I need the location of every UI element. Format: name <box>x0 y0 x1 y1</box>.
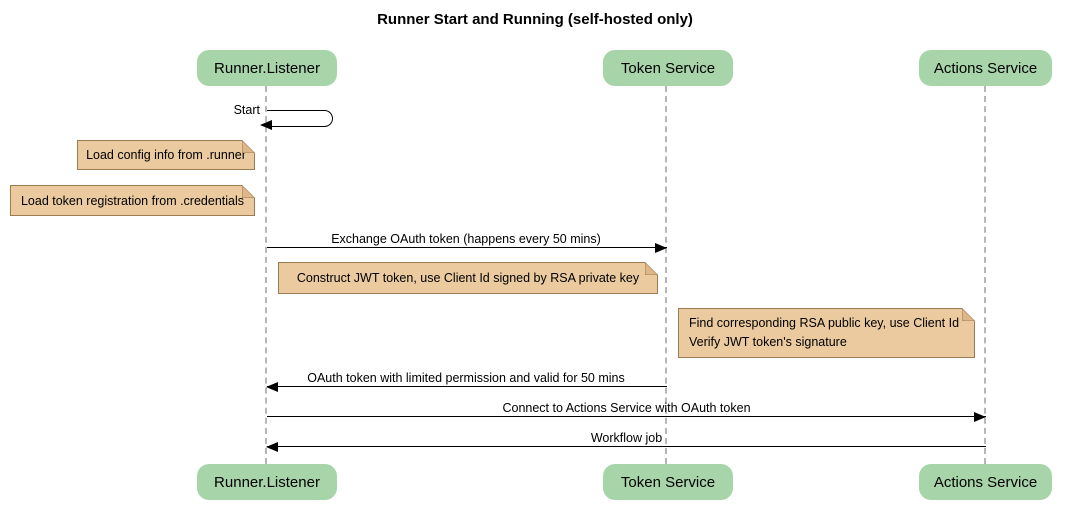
note-text-line: Verify JWT token's signature <box>689 335 847 349</box>
participant-runner-listener-bottom: Runner.Listener <box>197 464 337 500</box>
note-text: Construct JWT token, use Client Id signe… <box>296 271 640 285</box>
message-exchange-oauth-line <box>267 247 667 248</box>
diagram-title: Runner Start and Running (self-hosted on… <box>377 11 693 28</box>
message-workflow-job-label: Workflow job <box>590 431 663 445</box>
participant-token-service-top: Token Service <box>603 50 733 86</box>
participant-label: Token Service <box>620 59 716 77</box>
lifeline-token-service <box>665 86 667 464</box>
participant-label: Actions Service <box>933 59 1038 77</box>
note-load-token-registration: Load token registration from .credential… <box>10 185 255 216</box>
note-verify-jwt: Find corresponding RSA public key, use C… <box>678 308 975 358</box>
message-oauth-token-line <box>267 386 667 387</box>
note-text: Load token registration from .credential… <box>20 193 245 208</box>
message-workflow-job-line <box>267 446 986 447</box>
participant-label: Runner.Listener <box>214 59 320 77</box>
note-fold-icon <box>645 262 658 275</box>
arrowhead-right-icon <box>974 412 986 422</box>
message-connect-actions-label: Connect to Actions Service with OAuth to… <box>502 401 751 415</box>
note-construct-jwt: Construct JWT token, use Client Id signe… <box>278 262 658 294</box>
note-text-line: Find corresponding RSA public key, use C… <box>689 316 960 330</box>
note-fold-icon <box>962 308 975 321</box>
participant-actions-service-top: Actions Service <box>919 50 1052 86</box>
note-text: Load config info from .runner <box>86 148 246 162</box>
participant-label: Runner.Listener <box>214 473 320 491</box>
note-fold-icon <box>242 185 255 198</box>
note-load-config: Load config info from .runner <box>77 140 255 170</box>
arrowhead-left-icon <box>260 120 272 130</box>
participant-label: Actions Service <box>933 473 1038 491</box>
message-exchange-oauth-label: Exchange OAuth token (happens every 50 m… <box>331 232 601 246</box>
arrowhead-left-icon <box>266 442 278 452</box>
arrowhead-right-icon <box>655 243 667 253</box>
message-connect-actions-line <box>267 416 986 417</box>
lifeline-runner-listener <box>265 86 267 464</box>
participant-actions-service-bottom: Actions Service <box>919 464 1052 500</box>
message-oauth-token-label: OAuth token with limited permission and … <box>307 371 625 385</box>
note-fold-icon <box>242 140 255 153</box>
lifeline-actions-service <box>984 86 986 464</box>
self-loop-arrow <box>267 110 333 127</box>
participant-token-service-bottom: Token Service <box>603 464 733 500</box>
participant-label: Token Service <box>620 473 716 491</box>
participant-runner-listener-top: Runner.Listener <box>197 50 337 86</box>
arrowhead-left-icon <box>266 382 278 392</box>
message-start-label: Start <box>233 103 260 117</box>
